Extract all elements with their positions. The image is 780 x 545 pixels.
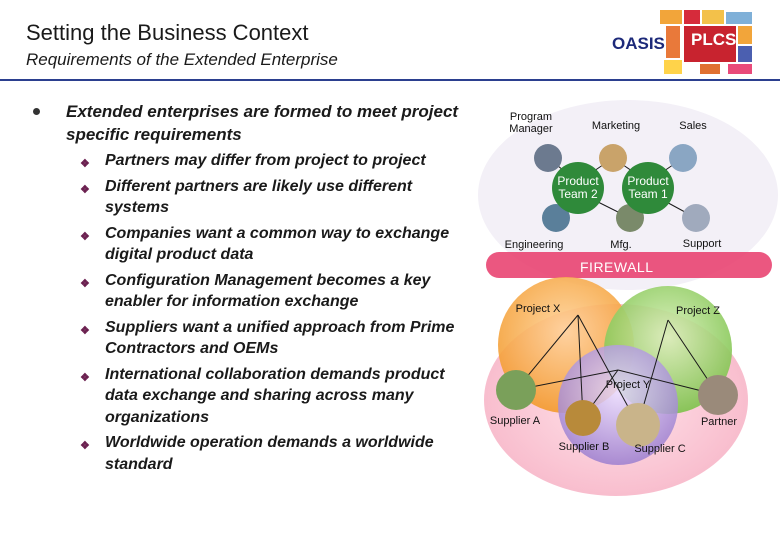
firewall-label: FIREWALL [580,259,654,275]
mfg-label: Mfg. [610,239,632,251]
support-label: Support [682,238,722,250]
sales-photo [669,144,697,172]
sub-bullet-item: ❖ Different partners are likely use diffe… [80,176,460,219]
diamond-bullet-icon: ❖ [80,277,90,290]
slide-title: Setting the Business Context [26,20,309,45]
sub-bullet-text: Suppliers want a unified approach from P… [105,318,455,358]
main-bullet-text: Extended enterprises are formed to meet … [66,102,459,144]
logo-oasis-text: OASIS [612,34,665,53]
supplier-a-label: Supplier A [489,415,541,427]
program-manager-photo [534,144,562,172]
sub-bullet-item: ❖ Worldwide operation demands a worldwide… [80,432,460,475]
supplier-a-photo [496,370,536,410]
logo-graphic [660,10,752,74]
sub-bullet-list: ❖ Partners may differ from project to pro… [80,150,460,479]
product-team-2-circle [552,162,604,214]
program-manager-label: Program Manager [509,111,553,135]
sub-bullet-text: International collaboration demands prod… [105,365,445,426]
partner-label: Partner [700,416,738,428]
sub-bullet-item: ❖ Companies want a common way to exchange… [80,223,460,266]
product-team-2-label: Product Team 2 [557,174,599,201]
support-photo [682,204,710,232]
main-bullet-icon [33,108,40,115]
project-z-label: Project Z [675,305,720,317]
product-team-1-circle [622,162,674,214]
project-y-label: Project Y [605,379,651,391]
sub-bullet-text: Different partners are likely use differ… [105,177,413,217]
sub-bullet-text: Companies want a common way to exchange … [105,224,450,264]
slide-subtitle: Requirements of the Extended Enterprise [26,50,338,69]
sub-bullet-item: ❖ International collaboration demands pro… [80,364,460,429]
marketing-label: Marketing [591,120,641,132]
title-divider [0,79,780,81]
sub-bullet-text: Worldwide operation demands a worldwide … [105,434,434,473]
sales-label: Sales [679,120,707,132]
supplier-c-label: Supplier C [634,443,686,455]
engineering-photo [542,204,570,232]
sub-bullet-item: ❖ Suppliers want a unified approach from … [80,317,460,360]
extended-enterprise-diagram: Program Manager Marketing Sales Product … [478,100,780,540]
diamond-bullet-icon: ❖ [80,158,90,170]
project-x-label: Project X [515,303,561,315]
supplier-c-photo [616,403,660,447]
diamond-bullet-icon: ❖ [80,183,90,196]
diagram-graphic [478,100,778,496]
engineering-label: Engineering [504,239,564,251]
sub-bullet-item: ❖ Configuration Management becomes a key … [80,270,460,313]
diamond-bullet-icon: ❖ [80,230,90,243]
marketing-photo [599,144,627,172]
sub-bullet-item: ❖ Partners may differ from project to pro… [80,150,460,172]
diamond-bullet-icon: ❖ [80,440,90,452]
sub-bullet-text: Configuration Management becomes a key e… [105,271,431,311]
diamond-bullet-icon: ❖ [80,324,90,337]
oasis-plcs-logo: OASIS PLCS [608,10,758,76]
firewall-band [486,252,772,278]
logo-plcs-text: PLCS [691,30,737,49]
diamond-bullet-icon: ❖ [80,371,90,384]
supplier-b-photo [565,400,601,436]
supplier-b-label: Supplier B [558,441,610,453]
sub-bullet-text: Partners may differ from project to proj… [105,152,426,169]
partner-photo [698,375,738,415]
product-team-1-label: Product Team 1 [627,174,669,201]
